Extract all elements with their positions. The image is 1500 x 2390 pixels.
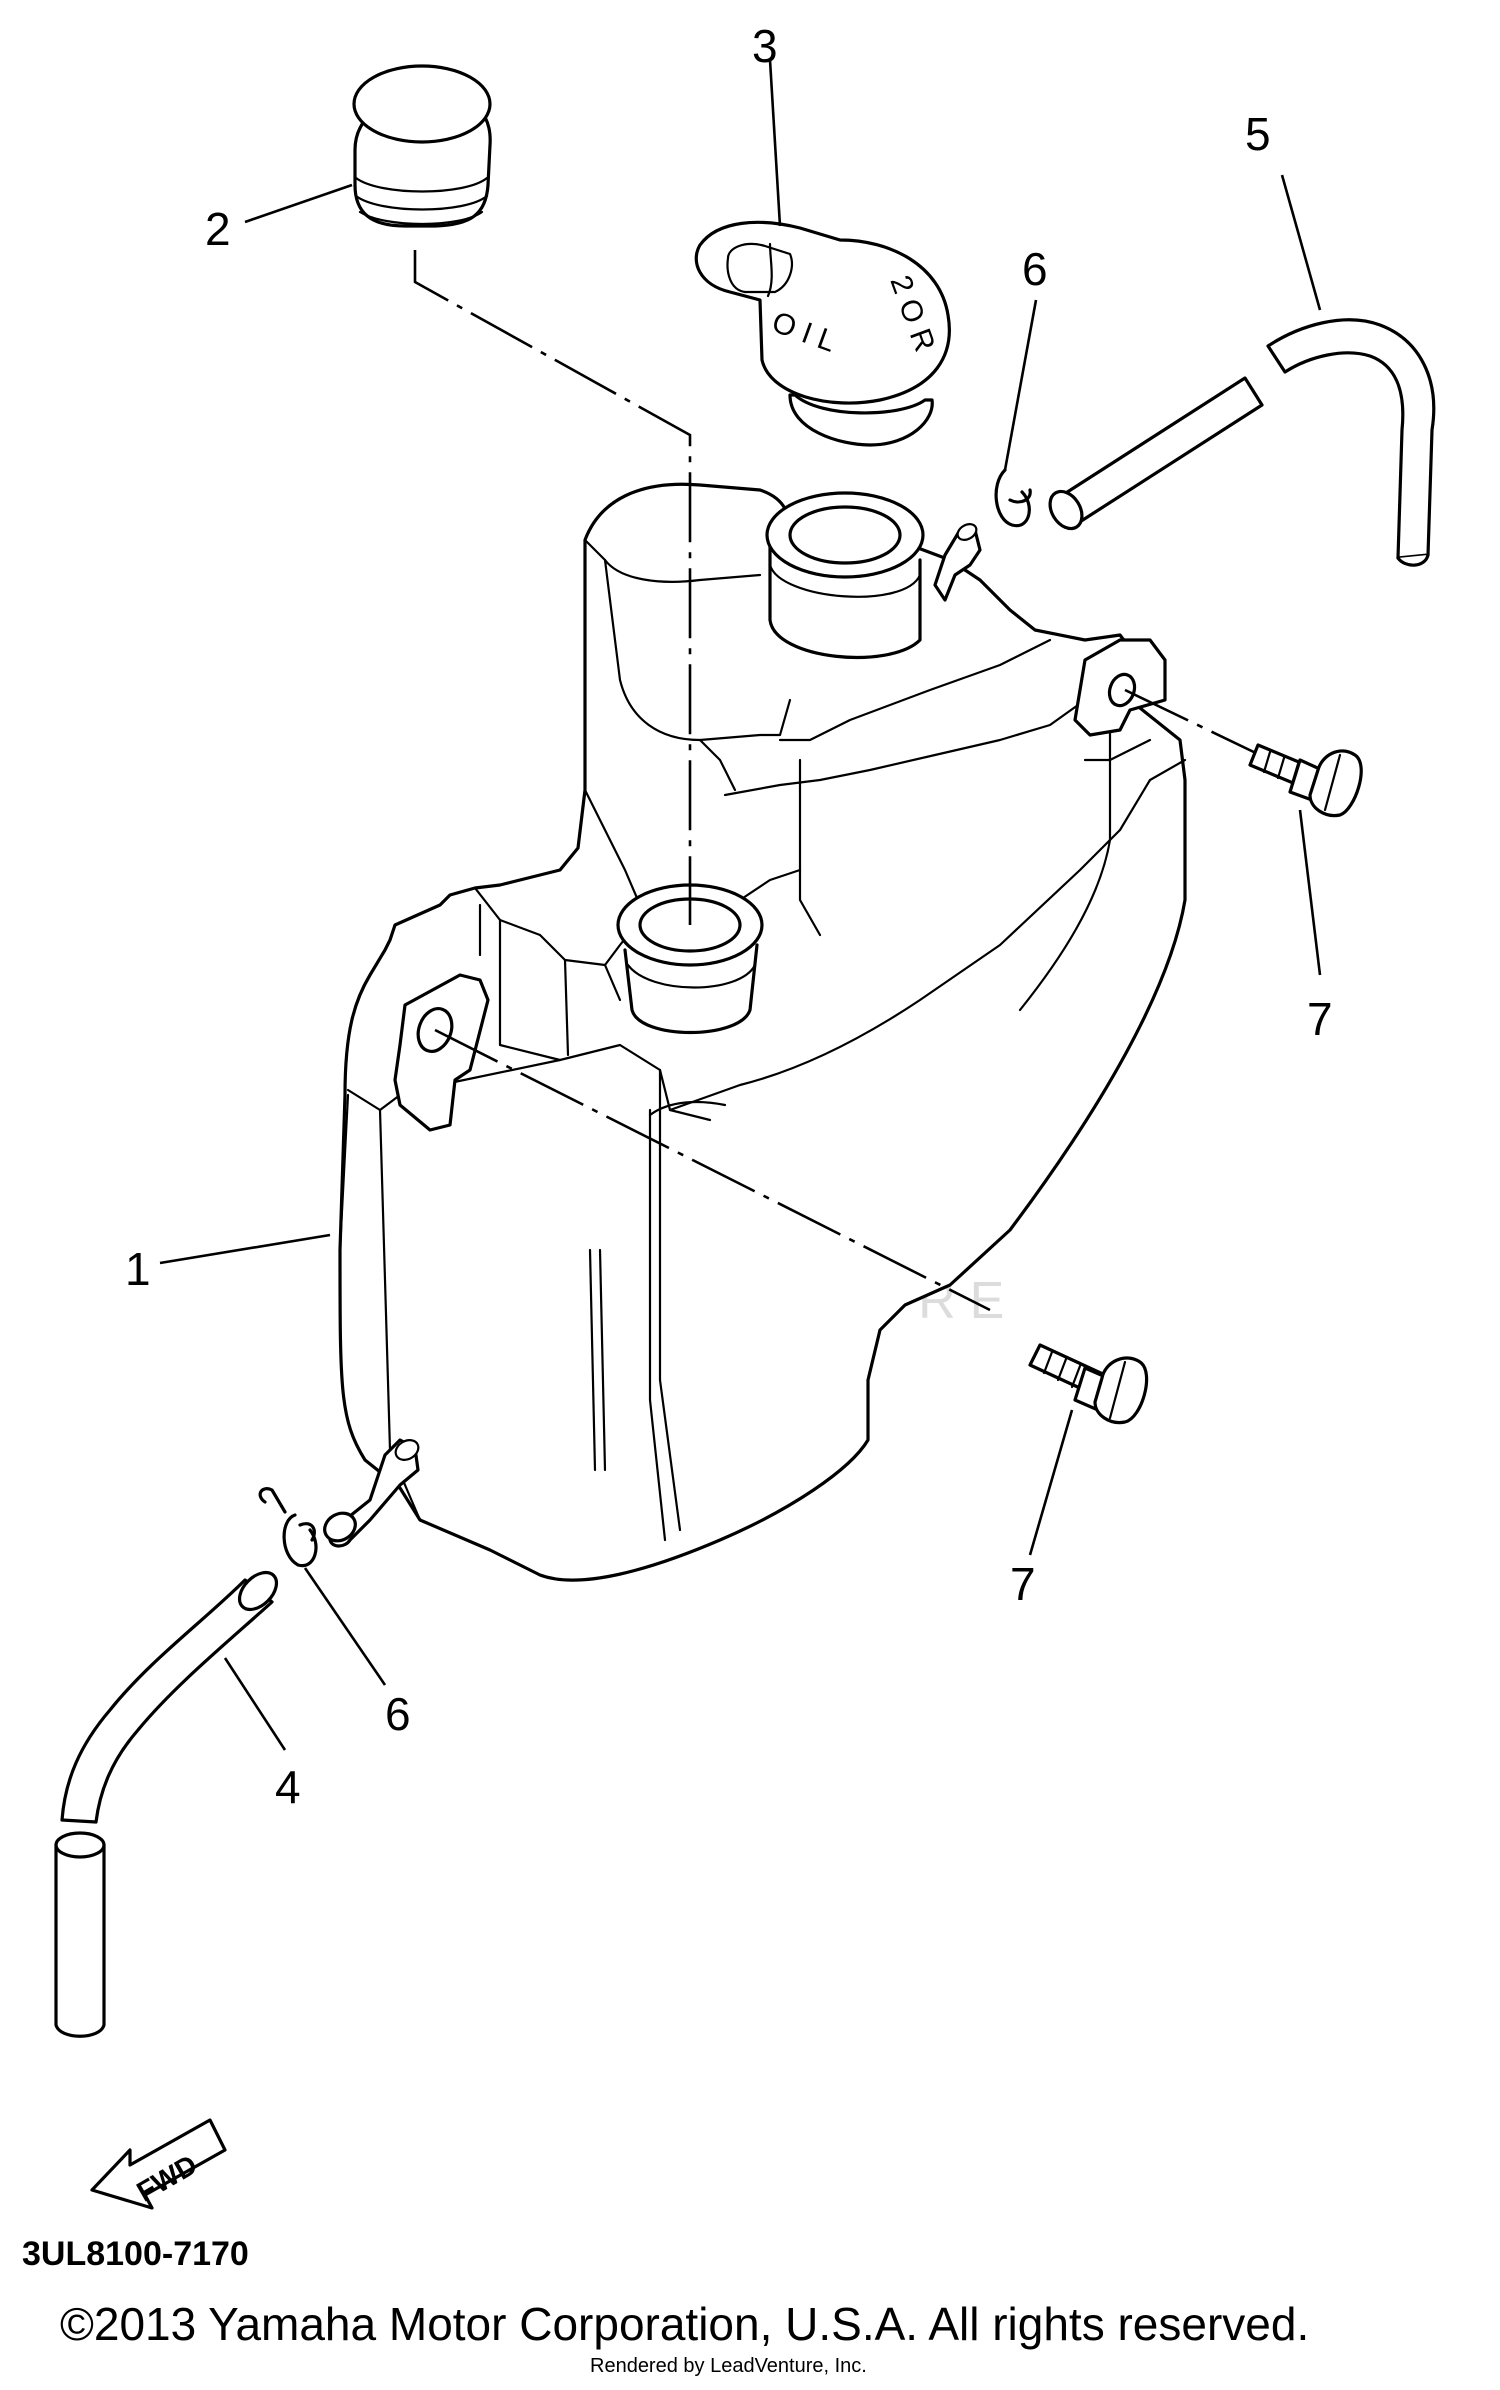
callout-6a: 6 xyxy=(1022,243,1048,295)
part-1-oil-tank[interactable] xyxy=(320,482,1187,1582)
leader-4 xyxy=(223,1657,287,1751)
rendered-by-notice: Rendered by LeadVenture, Inc. xyxy=(590,2355,867,2377)
diagram-code: 3UL8100-7170 xyxy=(22,2235,249,2273)
part-6-clip-upper[interactable] xyxy=(994,468,1032,528)
part-7-bolt-lower[interactable] xyxy=(1028,1343,1149,1425)
leader-7b xyxy=(1028,1409,1074,1556)
copyright-notice: ©2013 Yamaha Motor Corporation, U.S.A. A… xyxy=(60,2298,1309,2350)
part-2-plug[interactable] xyxy=(352,64,492,228)
leader-6a xyxy=(1003,299,1038,471)
part-5-breather-hose[interactable] xyxy=(1044,318,1436,567)
leader-7a xyxy=(1298,809,1322,976)
part-7-bolt-upper[interactable] xyxy=(1248,743,1363,818)
callout-2: 2 xyxy=(205,203,231,255)
callout-7a: 7 xyxy=(1307,993,1333,1045)
leader-5 xyxy=(1280,174,1322,311)
plug-centerline xyxy=(413,250,692,925)
callout-6b: 6 xyxy=(385,1688,411,1740)
callout-7b: 7 xyxy=(1010,1558,1036,1610)
callout-1: 1 xyxy=(125,1243,151,1295)
part-4-hose[interactable] xyxy=(54,1566,283,2038)
leader-2 xyxy=(244,183,353,224)
callout-3: 3 xyxy=(752,20,778,72)
callout-5: 5 xyxy=(1245,108,1271,160)
callout-4: 4 xyxy=(275,1761,301,1813)
upper-bolt-centerline xyxy=(1124,688,1261,757)
part-6-clip-lower[interactable] xyxy=(258,1487,318,1568)
leader-1 xyxy=(159,1233,331,1265)
leader-3 xyxy=(768,59,782,227)
part-3-oil-cap[interactable]: O I L 2 O R xyxy=(694,220,951,447)
fwd-arrow-icon: FWD xyxy=(90,2118,227,2210)
lower-bolt-centerline xyxy=(434,1028,991,1312)
leader-6b xyxy=(303,1567,387,1686)
